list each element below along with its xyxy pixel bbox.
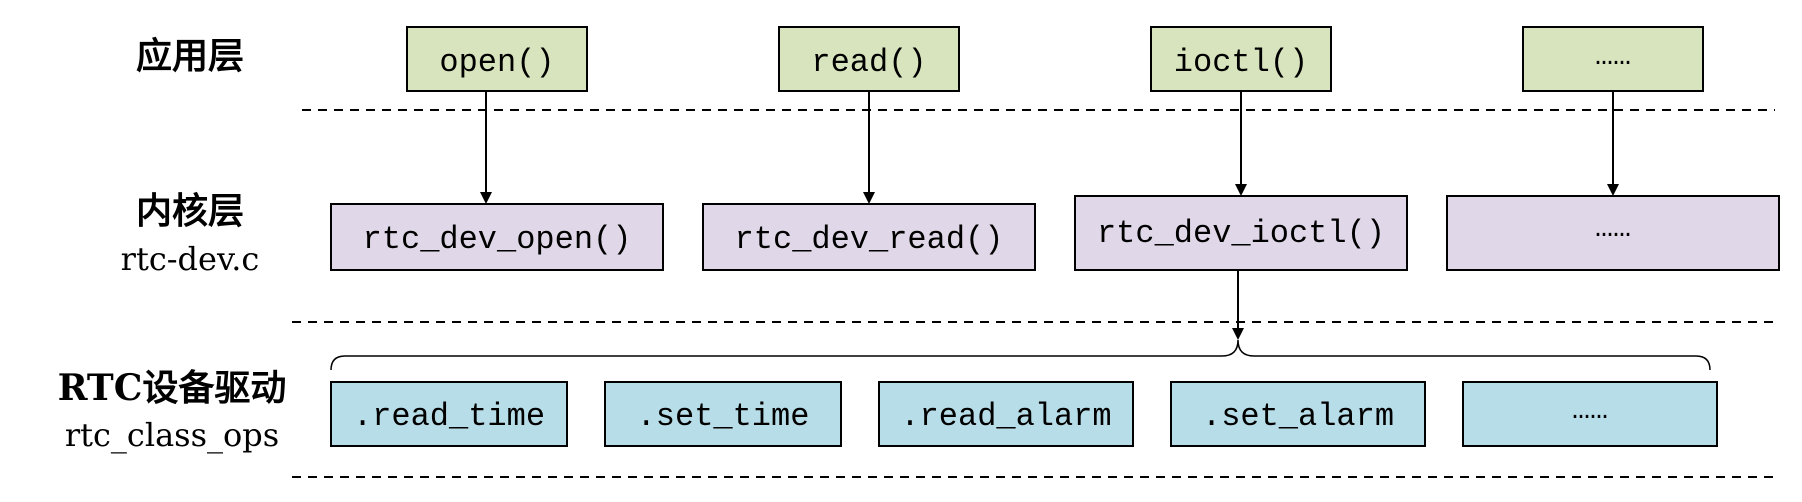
kernel-func-label: rtc_dev_ioctl() <box>1097 215 1385 252</box>
kernel-func-more: …… <box>1446 195 1780 271</box>
kernel-func-label: rtc_dev_open() <box>363 221 632 258</box>
driver-layer-label: RTC设备驱动 <box>58 367 287 409</box>
ops-brace <box>330 339 1711 371</box>
app-call-box <box>406 26 588 92</box>
kernel-func-box <box>1074 195 1408 271</box>
driver-op-box <box>1462 381 1718 447</box>
driver-op-box <box>878 381 1134 447</box>
driver-op-box <box>330 381 568 447</box>
driver-op-label: .set_alarm <box>1202 398 1394 435</box>
kernel-func-box <box>702 203 1036 271</box>
driver-op-box <box>1170 381 1426 447</box>
driver-layer-sublabel: rtc_class_ops <box>65 416 279 454</box>
app-call-ioctl: ioctl() <box>1150 26 1332 92</box>
app-call-label: …… <box>1595 40 1631 74</box>
app-call-box <box>1522 26 1704 92</box>
driver-op-read-alarm: .read_alarm <box>878 381 1134 447</box>
driver-op-set-alarm: .set_alarm <box>1170 381 1426 447</box>
app-layer-label: 应用层 <box>136 35 244 77</box>
driver-op-label: .read_time <box>353 398 545 435</box>
kernel-func-open: rtc_dev_open() <box>330 203 664 271</box>
driver-op-more: …… <box>1462 381 1718 447</box>
kernel-func-label: rtc_dev_read() <box>735 221 1004 258</box>
kernel-func-box <box>330 203 664 271</box>
app-call-box <box>1150 26 1332 92</box>
driver-op-label: .set_time <box>637 398 810 435</box>
kernel-layer-sublabel: rtc-dev.c <box>121 240 260 278</box>
driver-op-box <box>604 381 842 447</box>
kernel-func-label: …… <box>1595 212 1631 246</box>
kernel-layer-label: 内核层 <box>136 190 244 232</box>
kernel-func-box <box>1446 195 1780 271</box>
driver-op-read-time: .read_time <box>330 381 568 447</box>
app-call-label: ioctl() <box>1174 44 1308 81</box>
app-call-label: read() <box>811 44 926 81</box>
kernel-func-ioctl: rtc_dev_ioctl() <box>1074 195 1408 271</box>
driver-op-set-time: .set_time <box>604 381 842 447</box>
driver-op-label: …… <box>1572 394 1608 428</box>
app-call-label: open() <box>439 44 554 81</box>
driver-op-label: .read_alarm <box>900 398 1111 435</box>
kernel-func-read: rtc_dev_read() <box>702 203 1036 271</box>
app-call-more: …… <box>1522 26 1704 92</box>
app-call-open: open() <box>406 26 588 92</box>
app-call-read: read() <box>778 26 960 92</box>
